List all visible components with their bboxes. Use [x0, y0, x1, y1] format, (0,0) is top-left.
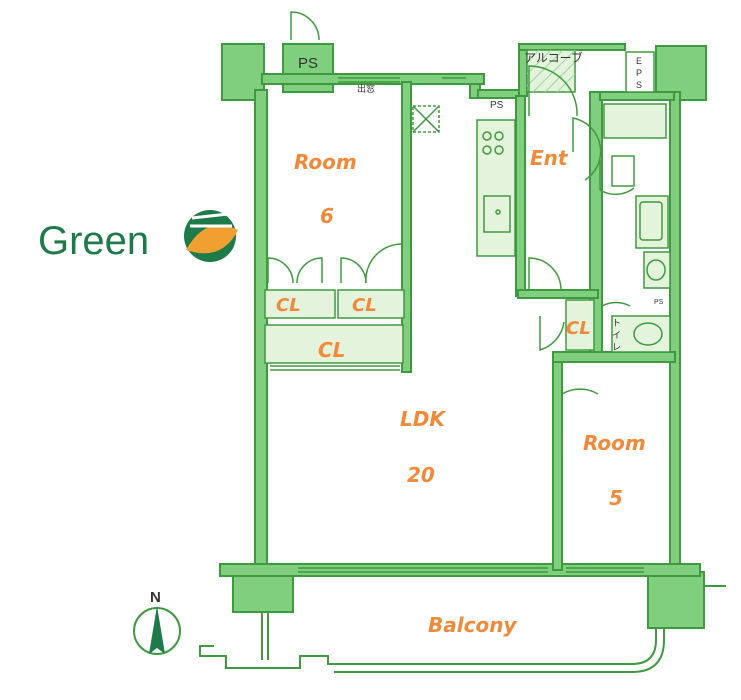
closet-3	[264, 324, 404, 364]
closet-label-3: CL	[318, 338, 345, 362]
door-room5	[561, 388, 599, 430]
door-closet-1b	[296, 257, 323, 284]
bathtub	[603, 103, 667, 139]
closet-2	[337, 289, 405, 319]
burner-icon	[494, 145, 504, 155]
washing-machine	[643, 251, 671, 289]
burner-icon	[482, 131, 492, 141]
shelf	[611, 155, 635, 187]
svg-text:イ: イ	[612, 331, 621, 341]
balcony-outline	[199, 585, 726, 673]
room5-name: Room	[583, 431, 646, 455]
north-arrow-icon	[149, 606, 165, 654]
room5-size: 5	[609, 486, 623, 510]
ps-label-small: PS	[490, 100, 504, 111]
washer-drum	[646, 259, 666, 281]
ldk-name: LDK	[400, 407, 446, 431]
door-ps	[290, 11, 320, 41]
toilet-area	[611, 315, 671, 353]
room6-name: Room	[294, 150, 357, 174]
wall-bottomright	[647, 571, 705, 629]
ps-label-top: PS	[298, 55, 318, 72]
closet-4	[565, 299, 595, 351]
alcove-label: アルコーブ	[524, 50, 583, 65]
drain-icon	[495, 209, 501, 215]
compass-north-label: N	[150, 589, 161, 606]
doors	[267, 11, 635, 430]
green-logo: Green	[38, 202, 238, 263]
walls	[219, 43, 707, 629]
door-ent-closet	[528, 257, 562, 291]
basin-bowl	[639, 201, 663, 241]
burner-icon	[494, 131, 504, 141]
wall-entrance-left	[515, 95, 526, 297]
windows	[270, 77, 644, 573]
door-closet-1a	[267, 257, 294, 284]
toilet-label: ト イ レ	[612, 319, 621, 353]
entrance-label: Ent	[530, 146, 569, 170]
leaf-sun-icon	[184, 202, 238, 262]
wall-bottom	[219, 563, 701, 577]
door-bath	[599, 160, 635, 196]
svg-text:S: S	[636, 80, 642, 90]
wall-right	[669, 91, 681, 575]
door-ent-inner	[572, 117, 602, 181]
wall-bottomleft	[232, 571, 294, 613]
svg-text:P: P	[636, 68, 642, 78]
ldk-size: 20	[407, 463, 435, 487]
ps-label-bath: PS	[654, 299, 664, 306]
logo-text: Green	[38, 219, 149, 263]
burner-icon	[482, 145, 492, 155]
closet-label-4: CL	[566, 318, 591, 339]
wall-entrance-bottom	[517, 289, 599, 299]
door-toilet	[601, 278, 631, 308]
svg-text:ト: ト	[612, 319, 621, 329]
wall-alcove-top	[518, 43, 626, 51]
wall-room5-top	[552, 351, 676, 363]
door-hall	[539, 316, 565, 352]
door-entrance	[528, 65, 578, 117]
fixtures	[264, 49, 671, 364]
closet-label-2: CL	[352, 295, 377, 316]
door-closet-2b	[365, 243, 403, 284]
door-closet-2a	[340, 257, 367, 284]
svg-text:レ: レ	[612, 343, 621, 353]
kitchen-fixtures	[482, 131, 666, 346]
wall-room6-right	[401, 81, 412, 373]
wall-bath-top	[599, 91, 675, 101]
compass: N	[133, 589, 181, 655]
closet-1	[264, 289, 336, 319]
demado-label: 出窓	[357, 83, 375, 95]
svg-text:E: E	[636, 56, 642, 66]
wall-top	[261, 73, 485, 85]
closet-label-1: CL	[276, 295, 301, 316]
sink	[483, 195, 511, 233]
wall-room5-left	[552, 351, 563, 571]
room6-size: 6	[320, 204, 334, 228]
eps-label: E P S	[625, 51, 655, 93]
vent-icon	[412, 105, 440, 133]
kitchen-counter	[476, 119, 516, 257]
balcony-label: Balcony	[428, 613, 517, 637]
toilet-bowl	[633, 322, 663, 346]
